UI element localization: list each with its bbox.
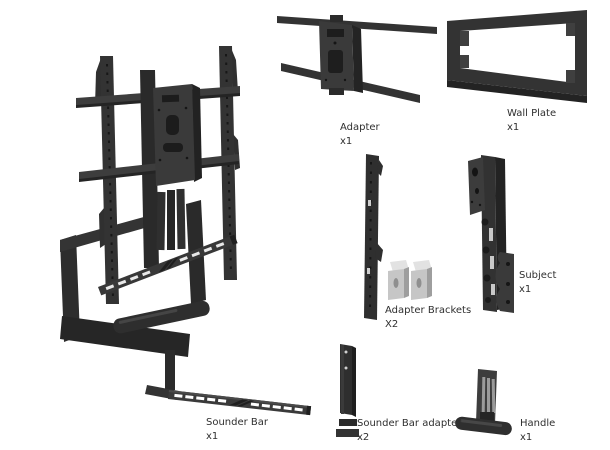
part-qty: x2	[357, 431, 370, 443]
part-name: Sounder Bar	[206, 417, 269, 428]
sounder-bar-label: Sounder Bar x1	[206, 416, 268, 443]
part-name: Sounder Bar adapter	[357, 418, 462, 429]
sounder-bar-adapter-label: Sounder Bar adapter x2	[357, 417, 461, 444]
part-qty: x1	[206, 430, 219, 442]
part-qty: x1	[507, 121, 520, 133]
wall-plate-illustration	[447, 10, 587, 103]
part-name: Wall Plate	[507, 108, 557, 119]
subject-label: Subject x1	[519, 269, 556, 296]
part-name: Subject	[519, 270, 557, 281]
part-qty: x1	[519, 283, 532, 295]
adapter-label: Adapter x1	[340, 121, 380, 148]
subject-illustration	[468, 155, 514, 313]
sounder-bar-adapter-illustration	[336, 344, 359, 437]
wall-plate-label: Wall Plate x1	[507, 107, 556, 134]
sounder-bar-illustration	[167, 390, 312, 416]
adapter-brackets-label: Adapter Brackets X2	[385, 304, 471, 331]
part-qty: X2	[385, 318, 399, 330]
part-name: Adapter	[340, 122, 380, 133]
adapter-brackets-illustration	[364, 154, 432, 320]
part-name: Adapter Brackets	[385, 305, 472, 316]
main-assembly-illustration	[60, 46, 240, 400]
handle-label: Handle x1	[520, 417, 555, 444]
part-name: Handle	[520, 418, 556, 429]
adapter-illustration	[277, 15, 437, 103]
part-qty: x1	[340, 135, 353, 147]
part-qty: x1	[520, 431, 533, 443]
handle-illustration	[455, 369, 512, 436]
